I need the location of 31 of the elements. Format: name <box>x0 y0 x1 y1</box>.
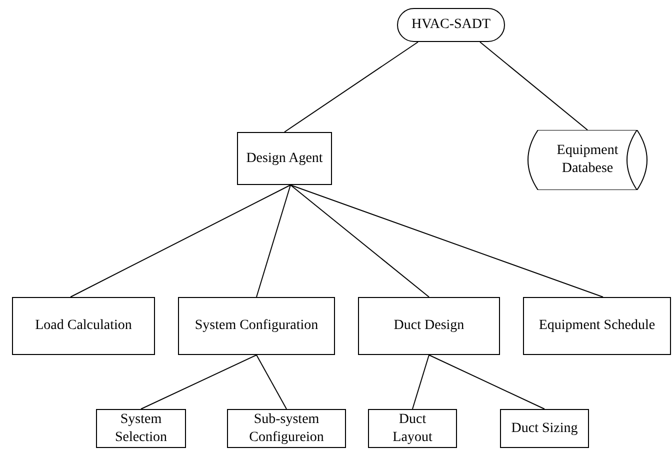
node-label: Sub-system Configureion <box>248 410 325 446</box>
process-box <box>178 297 335 355</box>
process-box <box>523 297 671 355</box>
process-box <box>368 409 457 448</box>
node-label: System Configuration <box>194 317 318 335</box>
terminal-node <box>397 8 505 42</box>
node-label: HVAC-SADT <box>411 16 491 34</box>
connector-line <box>256 184 291 298</box>
connector-line <box>284 42 418 132</box>
connector-line <box>412 354 430 410</box>
process-box <box>96 409 186 448</box>
node-label: Duct Layout <box>392 410 434 446</box>
node-label: Design Agent <box>246 150 323 168</box>
connector-line <box>290 184 430 298</box>
node-label: Duct Sizing <box>511 420 578 438</box>
node-label: Load Calculation <box>35 317 132 335</box>
process-box <box>500 409 589 448</box>
process-box <box>358 297 500 355</box>
process-box <box>227 409 346 448</box>
connector-line <box>256 354 287 410</box>
process-box <box>12 297 155 355</box>
process-box <box>237 132 332 185</box>
node-label: Equipment Databese <box>556 142 620 178</box>
connector-line <box>290 184 604 298</box>
connector-line <box>140 354 257 410</box>
connector-line <box>428 354 545 410</box>
node-label: Duct Design <box>394 317 464 335</box>
node-label: Equipment Schedule <box>538 317 656 335</box>
node-label: System Selection <box>114 410 168 446</box>
connector-line <box>480 42 588 130</box>
connector-line <box>70 184 291 298</box>
